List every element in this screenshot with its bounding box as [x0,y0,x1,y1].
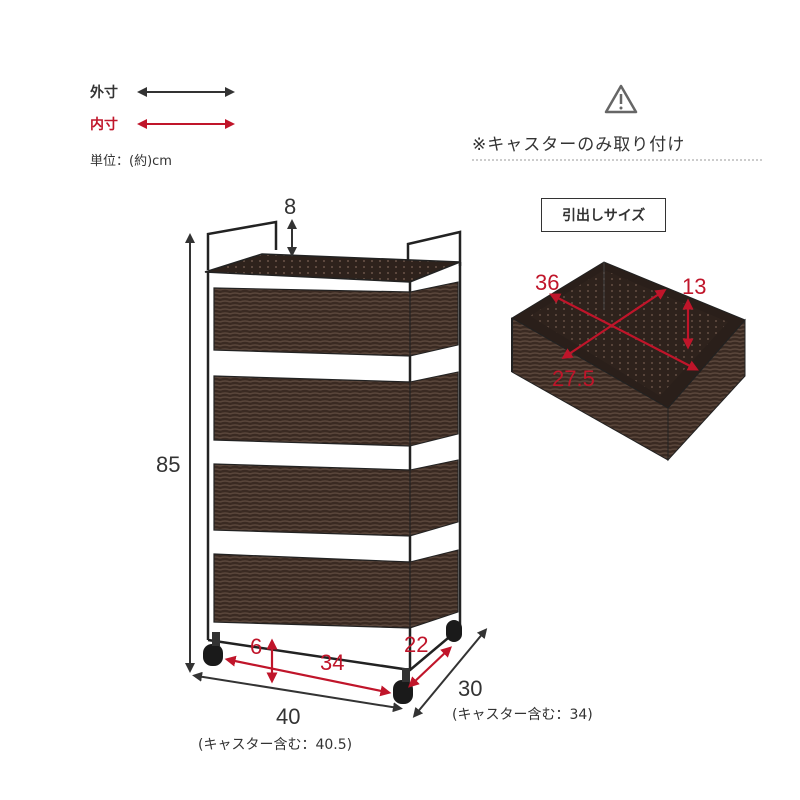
drawer-width-label: 36 [535,270,560,295]
outer-legend-label: 外寸 [90,85,118,101]
warning-icon [604,84,638,114]
drawer-3 [213,459,459,537]
inner-legend-label: 内寸 [90,117,118,133]
width-label: 40 [276,704,301,729]
drawer-depth-label: 27.5 [552,366,595,391]
top-gap-label: 8 [284,194,297,219]
drawer-size-title: 引出しサイズ [541,198,667,232]
drawer-depth-arrow [561,288,667,360]
width-note: (キャスター含む：40.5) [198,737,353,753]
inner-width-label: 34 [320,650,345,675]
drawer-height-label: 13 [682,274,707,299]
inner-depth-label: 22 [404,632,429,657]
caster-notice: ※キャスターのみ取り付け [472,135,686,155]
inner-width-arrow [224,655,392,697]
inner-height-label: 6 [250,634,263,659]
unit-label: 単位：(約)cm [90,154,172,169]
height-label: 85 [156,452,181,477]
inner-depth-arrow [408,646,452,688]
drawer-1 [213,281,459,357]
depth-note: (キャスター含む：34) [452,707,593,723]
drawer-4 [213,549,459,629]
wagon [203,220,462,704]
drawer-2 [213,371,459,447]
depth-label: 30 [458,676,483,701]
